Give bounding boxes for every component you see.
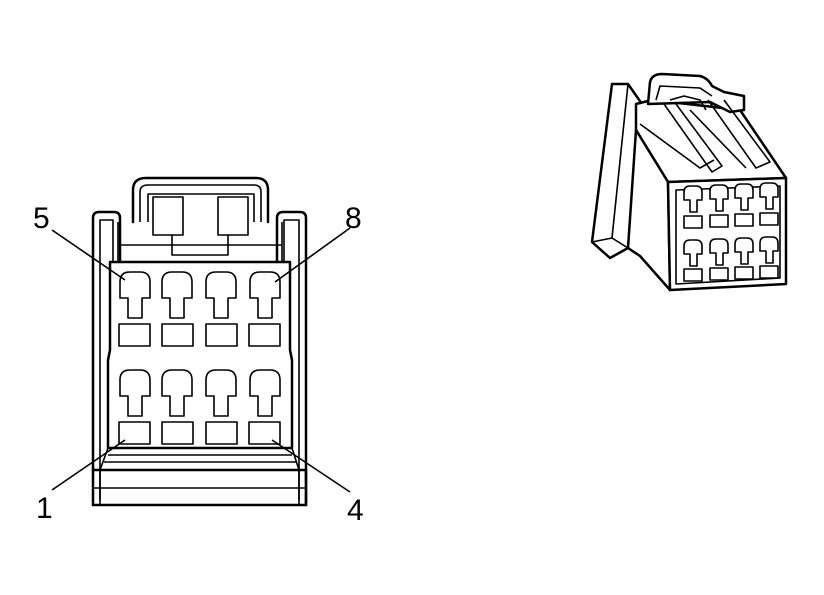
left-side-rail	[91, 210, 122, 507]
iso-top-tab	[646, 72, 746, 114]
lock-window	[205, 323, 238, 347]
lock-window	[248, 323, 281, 347]
lock-window	[161, 421, 194, 445]
iso-terminal-cavity	[683, 239, 703, 267]
pin-label-4: 4	[347, 494, 364, 527]
iso-lock-window	[759, 212, 779, 226]
iso-terminal-cavity	[759, 182, 779, 210]
pin-label-1: 1	[36, 492, 53, 525]
iso-lock-window	[683, 215, 703, 229]
iso-lock-window	[683, 268, 703, 282]
iso-lock-window	[709, 267, 729, 281]
cavity-row-top	[118, 271, 281, 347]
right-side-rail	[275, 210, 308, 507]
leader-line-pin-1	[51, 439, 126, 491]
iso-lock-window	[734, 266, 754, 280]
lock-window	[118, 421, 151, 445]
connector-face-view: 5 8 1 4	[33, 176, 364, 527]
terminal-cavity	[161, 271, 193, 319]
iso-terminal-cavity	[734, 183, 754, 211]
iso-side-panel-edge	[591, 83, 629, 249]
iso-lock-window	[734, 213, 754, 227]
locking-tab-inner	[139, 184, 262, 222]
leader-line-pin-8	[274, 227, 351, 283]
connector-isometric-view	[590, 72, 788, 292]
terminal-cavity	[249, 369, 281, 417]
iso-terminal-cavity	[734, 237, 754, 265]
iso-terminal-cavity	[709, 238, 729, 266]
iso-terminal-cavity	[759, 236, 779, 264]
iso-lock-window	[709, 214, 729, 228]
terminal-cavity	[119, 369, 151, 417]
iso-lock-window	[759, 265, 779, 279]
iso-cavity-row-top	[683, 182, 779, 229]
pin-label-8: 8	[345, 202, 362, 235]
iso-body-side	[626, 128, 672, 292]
leader-line-pin-4	[271, 439, 351, 493]
leader-line-pin-5	[51, 229, 126, 281]
lock-window	[248, 421, 281, 445]
body-inner-edge	[117, 222, 283, 262]
left-rail-inner	[99, 219, 114, 500]
cavity-row-bottom	[118, 369, 281, 445]
iso-terminal-cavity	[683, 185, 703, 213]
terminal-cavity	[119, 271, 151, 319]
lock-window	[118, 323, 151, 347]
right-rail-inner	[283, 219, 300, 500]
terminal-cavity	[249, 271, 281, 319]
iso-top-ribs	[639, 99, 771, 173]
base-lines	[93, 447, 306, 505]
locking-tab	[131, 176, 270, 224]
lock-window	[161, 323, 194, 347]
terminal-cavity	[205, 369, 237, 417]
terminal-cavity	[161, 369, 193, 417]
iso-terminal-cavity	[709, 184, 729, 212]
iso-top-tab-inner	[655, 85, 713, 111]
lock-window	[205, 421, 238, 445]
terminal-cavity	[205, 271, 237, 319]
latch-bridge	[147, 193, 255, 222]
pin-label-5: 5	[33, 202, 50, 235]
iso-cavity-row-bottom	[683, 236, 779, 282]
latch-window-left	[152, 196, 184, 236]
latch-window-right	[217, 196, 249, 236]
